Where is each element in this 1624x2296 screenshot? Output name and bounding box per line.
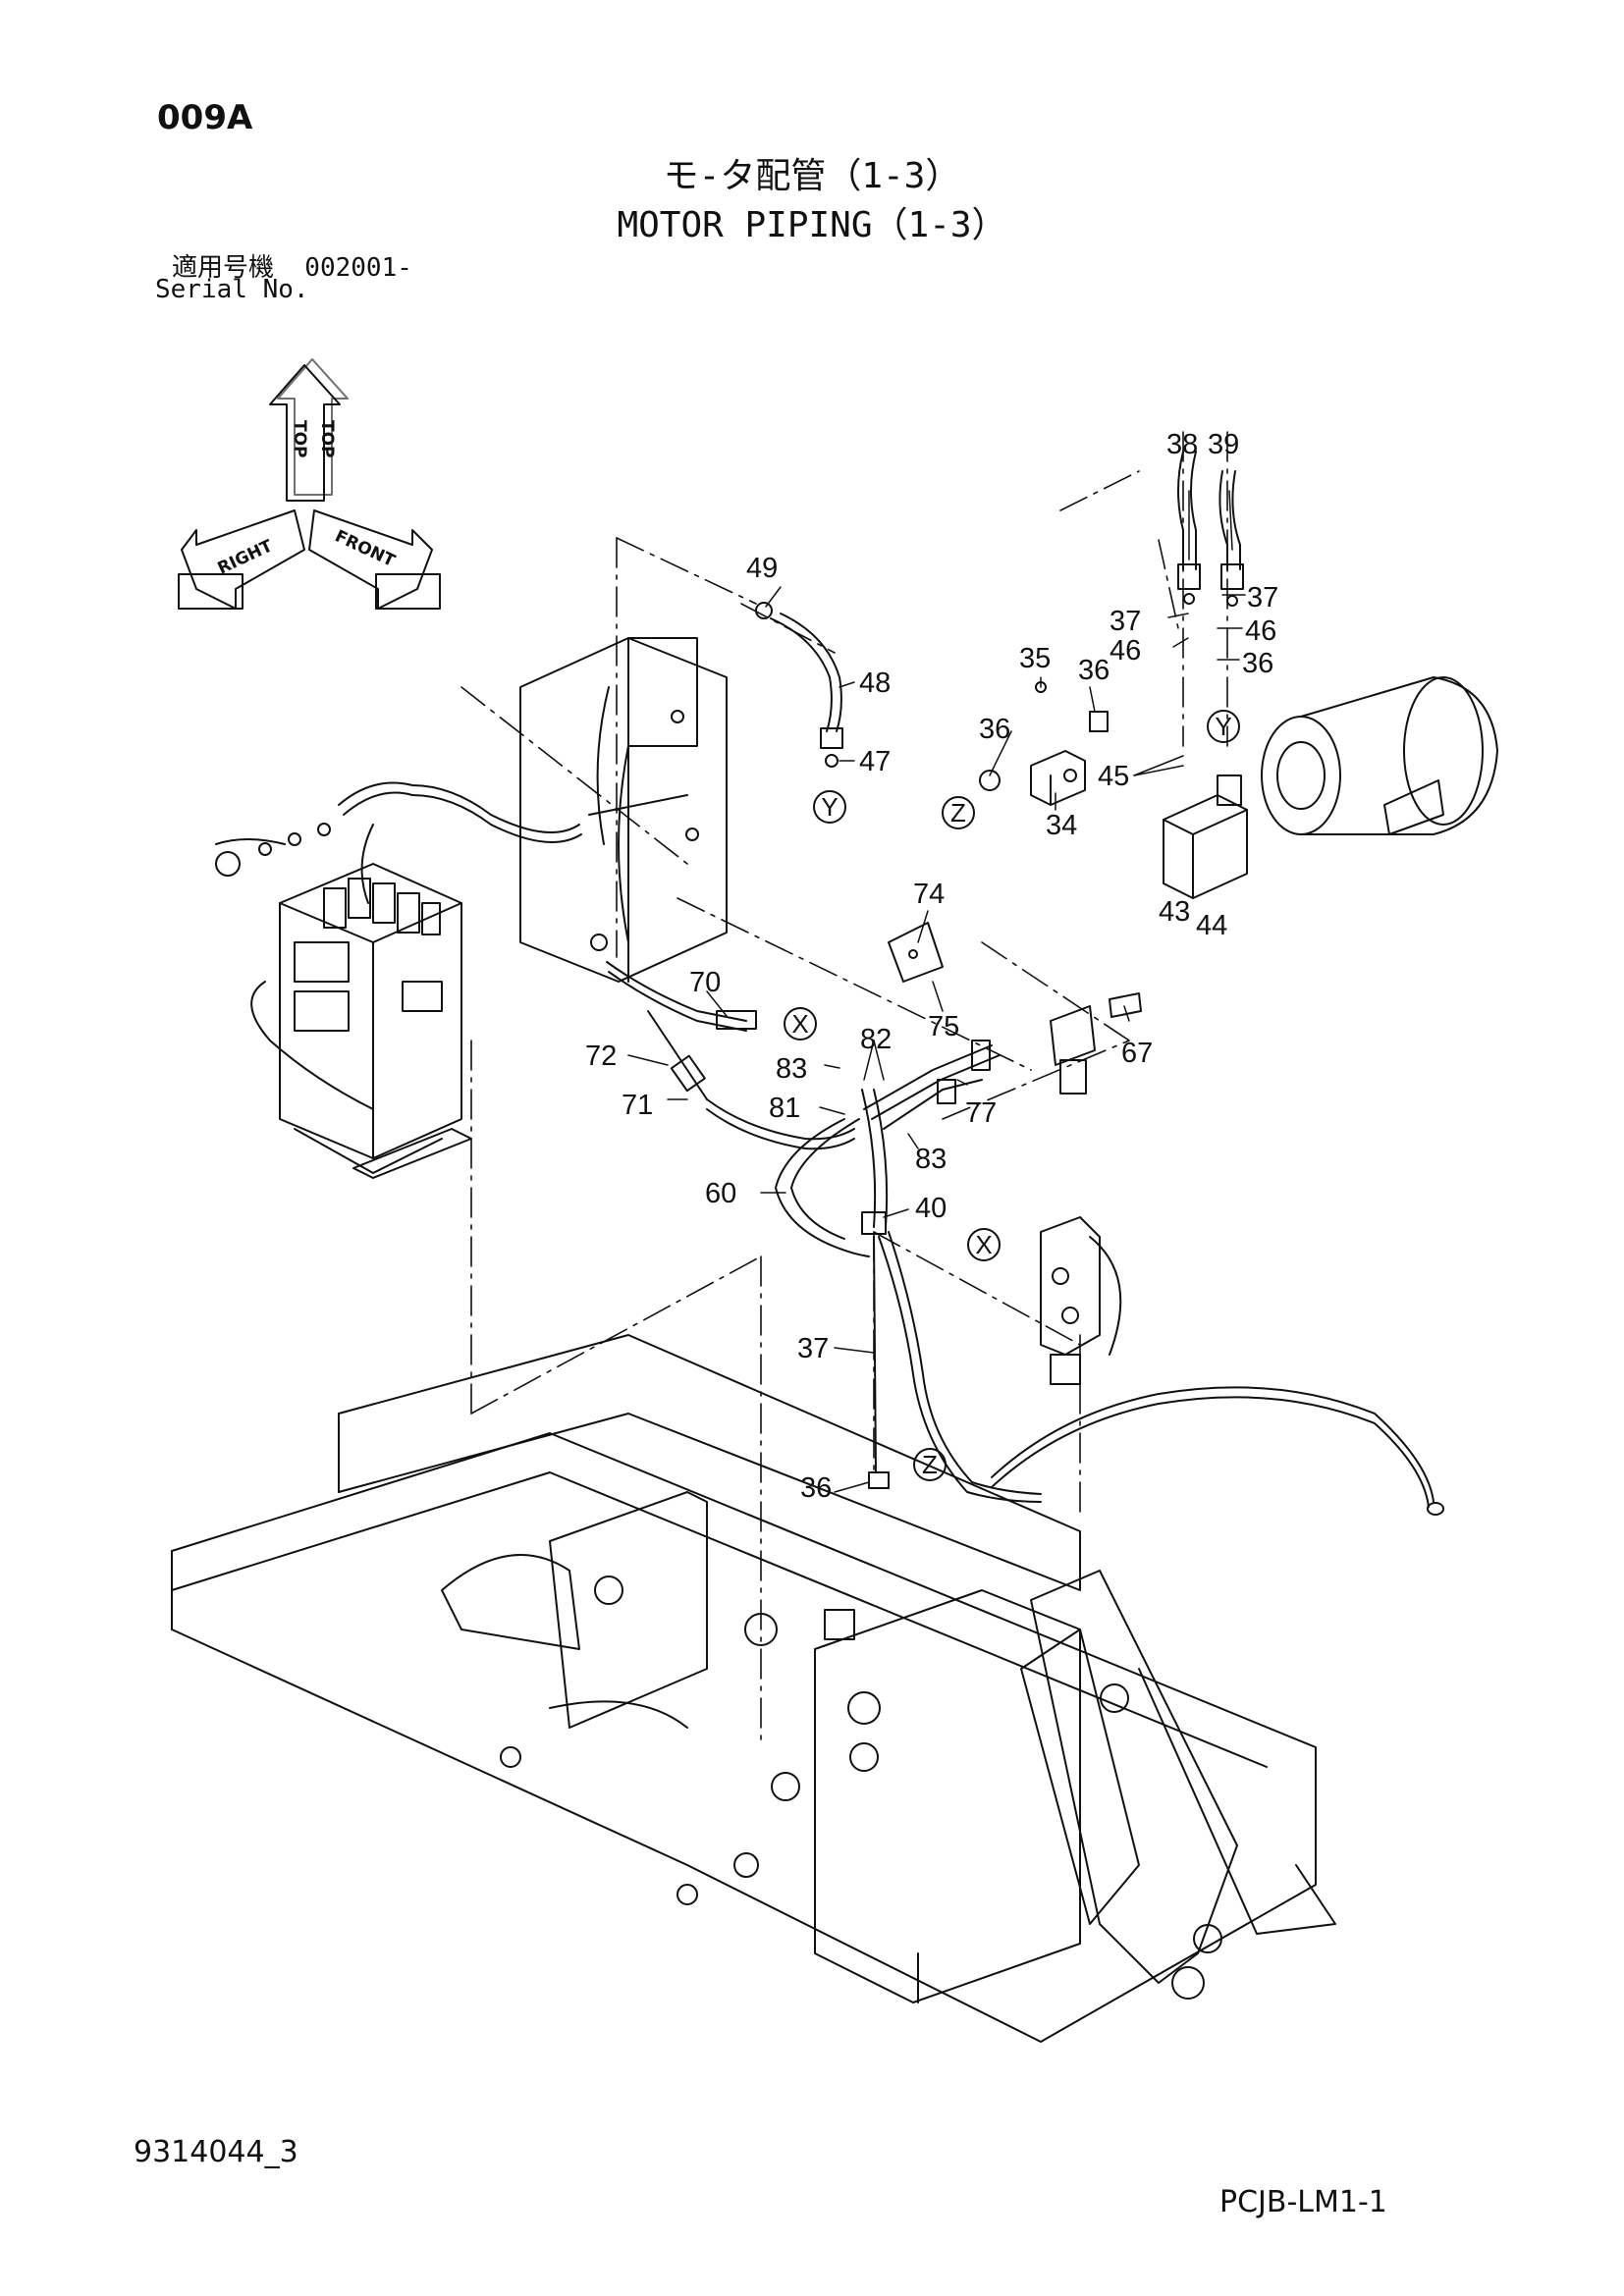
callout-75: 75 <box>928 1011 959 1042</box>
hose-38-39 <box>1177 451 1244 607</box>
callout-60: 60 <box>705 1178 736 1209</box>
title-japanese: モ-タ配管（1-3） <box>663 156 961 196</box>
callout-44: 44 <box>1196 910 1227 941</box>
travel-motor-unit <box>1261 676 1498 835</box>
page-reference: PCJB-LM1-1 <box>1219 2185 1387 2219</box>
callout-70: 70 <box>689 967 721 998</box>
pilot-hose-70 <box>606 961 855 1150</box>
orientation-top-label: TOP <box>290 420 309 458</box>
callout-36-left: 36 <box>979 714 1010 745</box>
callout-72: 72 <box>585 1041 617 1072</box>
callout-numbers: 38 39 37 37 46 46 35 36 36 36 45 34 43 4… <box>585 429 1278 1504</box>
callout-48: 48 <box>859 667 891 699</box>
callout-46-right: 46 <box>1245 615 1276 647</box>
callout-49: 49 <box>746 553 778 584</box>
return-hoses <box>863 992 1142 1130</box>
page-code: 009A <box>157 98 253 137</box>
callout-38: 38 <box>1166 429 1198 460</box>
callout-46-left: 46 <box>1110 635 1141 667</box>
callout-36-right: 36 <box>1242 648 1273 679</box>
orientation-indicator: TOP TOP RIGHT FRONT <box>178 358 441 610</box>
callout-37-left: 37 <box>1110 606 1141 637</box>
callout-83-bottom: 83 <box>915 1144 947 1175</box>
bracket-74 <box>888 922 944 983</box>
callout-67: 67 <box>1121 1038 1153 1069</box>
callout-37-right: 37 <box>1247 582 1278 614</box>
callout-71: 71 <box>622 1090 653 1121</box>
upper-hose-routing <box>215 781 582 904</box>
orientation-front-label: FRONT <box>332 526 399 571</box>
ref-y-lower: Y <box>821 792 838 822</box>
callout-45: 45 <box>1098 761 1129 792</box>
callout-81: 81 <box>769 1093 800 1124</box>
title-english: MOTOR PIPING（1-3） <box>617 205 1007 245</box>
ref-z-lower: Z <box>922 1450 938 1479</box>
callout-47: 47 <box>859 746 891 777</box>
callout-82: 82 <box>860 1024 892 1055</box>
callout-36-lower: 36 <box>800 1472 832 1504</box>
pilot-valve-x <box>1040 1216 1122 1385</box>
main-frame <box>171 1334 1336 2043</box>
callout-39: 39 <box>1208 429 1239 460</box>
ref-x-upper: X <box>791 1009 808 1039</box>
hose-48 <box>755 602 843 768</box>
callout-36-top: 36 <box>1078 655 1110 686</box>
callout-83-top: 83 <box>776 1053 807 1085</box>
long-hose <box>991 1386 1444 1516</box>
callout-35: 35 <box>1019 643 1051 674</box>
serial-label-japanese: 適用号機 002001- <box>172 253 412 283</box>
control-valve-assembly <box>250 863 472 1179</box>
bracket-panel <box>519 637 728 983</box>
ref-x-lower: X <box>975 1230 992 1259</box>
phantom-lines <box>460 431 1228 1748</box>
callout-74: 74 <box>913 879 945 910</box>
ref-y-upper: Y <box>1215 712 1231 741</box>
reference-markers: Y Y Z X X Z <box>784 710 1240 1481</box>
orientation-top-label-2: TOP <box>317 420 337 458</box>
hose-37-36 <box>868 1236 890 1489</box>
hose-60-40 <box>775 1089 1042 1503</box>
callout-34: 34 <box>1046 810 1077 841</box>
serial-label-english: Serial No. <box>155 275 309 304</box>
callout-40: 40 <box>915 1193 947 1224</box>
callout-37-lower: 37 <box>797 1333 829 1364</box>
orientation-right-label: RIGHT <box>215 536 276 578</box>
shuttle-block-34 <box>979 681 1109 806</box>
ref-z-upper: Z <box>950 798 966 828</box>
callout-43: 43 <box>1159 896 1190 928</box>
drawing-number: 9314044_3 <box>134 2135 298 2169</box>
leader-lines <box>627 490 1246 1493</box>
solenoid-valve-43 <box>1163 774 1248 899</box>
callout-77: 77 <box>965 1097 997 1129</box>
